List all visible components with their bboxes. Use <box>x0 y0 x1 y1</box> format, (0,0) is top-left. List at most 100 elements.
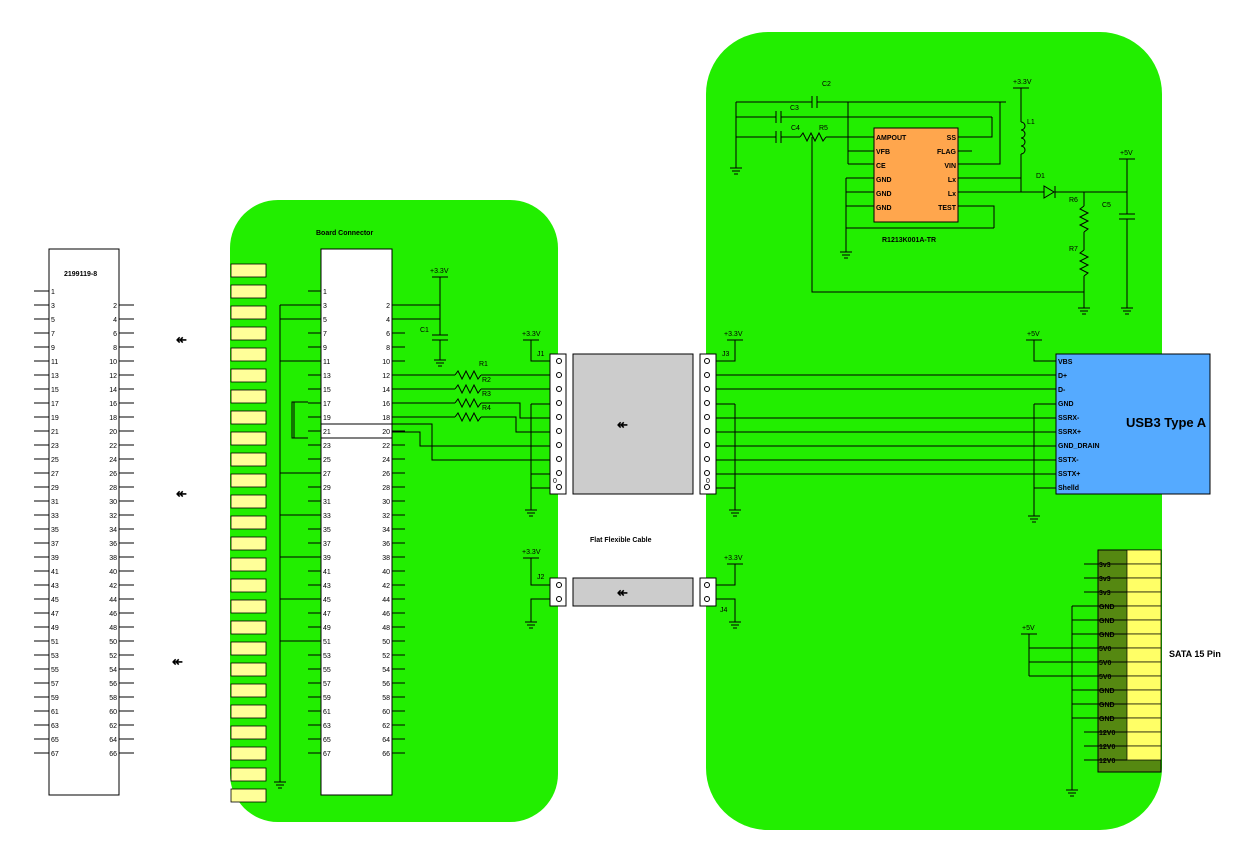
usb-pin-label: GND <box>1058 401 1074 408</box>
pin-label: 12 <box>382 373 390 380</box>
pin-label: 35 <box>323 527 331 534</box>
ic-pin-left: GND <box>876 191 892 198</box>
sata-contact <box>1126 745 1162 761</box>
edge-pad <box>230 662 267 677</box>
edge-pad <box>230 410 267 425</box>
pin-label: 63 <box>323 723 331 730</box>
pin-label: 7 <box>51 331 55 338</box>
edge-pad <box>230 599 267 614</box>
pin-label: 40 <box>382 569 390 576</box>
sata-15-pin: 3v33v33v3GNDGNDGND5V05V05V0GNDGNDGND12V0… <box>1021 549 1221 797</box>
usb-pin-label: SSRX- <box>1058 415 1080 422</box>
usb-pin-labels: VBSD+D-GNDSSRX-SSRX+GND_DRAINSSTX-SSTX+S… <box>1058 359 1100 492</box>
pin-label: 7 <box>323 331 327 338</box>
usb-pin-label: SSRX+ <box>1058 429 1081 436</box>
pin-label: 39 <box>323 555 331 562</box>
resistors-r1-r4: R1 R2 R3 R4 <box>392 361 550 461</box>
pin-label: 27 <box>323 471 331 478</box>
ic-pin-left: GND <box>876 205 892 212</box>
edge-pad <box>230 788 267 803</box>
ic-pin-right: TEST <box>938 205 957 212</box>
pin-label: 29 <box>51 485 59 492</box>
edge-pad <box>230 305 267 320</box>
jack-pin <box>704 386 710 392</box>
pin-label: 49 <box>51 625 59 632</box>
pin-label: 42 <box>382 583 390 590</box>
edge-pad <box>230 683 267 698</box>
jack-pin <box>704 456 710 462</box>
pin-label: 56 <box>109 681 117 688</box>
edge-pad <box>230 284 267 299</box>
pin-label: 28 <box>109 485 117 492</box>
pin-label: 27 <box>51 471 59 478</box>
pin-label: 43 <box>323 583 331 590</box>
sata-pin-label: 5V0 <box>1099 674 1112 681</box>
pin-label: 33 <box>51 513 59 520</box>
pin-label: 67 <box>323 751 331 758</box>
sata-contact <box>1126 563 1162 579</box>
pin-label: 14 <box>382 387 390 394</box>
pin-label: 48 <box>109 625 117 632</box>
jack-pin <box>704 414 710 420</box>
svg-text:+3.3V: +3.3V <box>522 331 541 338</box>
sata-pin-label: 3v3 <box>1099 576 1111 583</box>
pin-label: 5 <box>323 317 327 324</box>
j3-pins <box>704 358 710 490</box>
pin-label: 38 <box>382 555 390 562</box>
pin-label: 55 <box>323 667 331 674</box>
usb3-type-a: USB3 Type A VBSD+D-GNDSSRX-SSRX+GND_DRAI… <box>1055 353 1211 495</box>
pin-label: 44 <box>109 597 117 604</box>
svg-text:R2: R2 <box>482 377 491 384</box>
pin-label: 36 <box>109 541 117 548</box>
edge-pad <box>230 347 267 362</box>
board-connector-body <box>320 248 393 796</box>
pin-label: 12 <box>109 373 117 380</box>
usb-pin-label: D- <box>1058 387 1066 394</box>
left-board <box>230 200 558 822</box>
pin-label: 56 <box>382 681 390 688</box>
arrow-left-1: ↞ <box>176 332 187 347</box>
pin-label: 23 <box>323 443 331 450</box>
ic-pin-left: CE <box>876 163 886 170</box>
pin-label: 23 <box>51 443 59 450</box>
pin-label: 26 <box>109 471 117 478</box>
svg-text:C4: C4 <box>791 125 800 132</box>
sata-contact <box>1126 591 1162 607</box>
sata-contact <box>1126 549 1162 565</box>
pin-label: 66 <box>382 751 390 758</box>
pin-label: 24 <box>382 457 390 464</box>
pin-label: 13 <box>323 373 331 380</box>
pin-label: 8 <box>386 345 390 352</box>
pin-label: 22 <box>382 443 390 450</box>
flat-cable-main <box>572 353 694 495</box>
pin-label: 67 <box>51 751 59 758</box>
pin-label: 13 <box>51 373 59 380</box>
svg-text:J3: J3 <box>722 351 730 358</box>
svg-text:R3: R3 <box>482 391 491 398</box>
pin-label: 21 <box>51 429 59 436</box>
sata-contact <box>1126 675 1162 691</box>
jack-pin <box>704 372 710 378</box>
sata-pin-label: 3v3 <box>1099 562 1111 569</box>
pin-label: 37 <box>51 541 59 548</box>
pin-label: 29 <box>323 485 331 492</box>
svg-text:+3.3V: +3.3V <box>430 268 449 275</box>
flat-cable-small-arrow: ↞ <box>617 585 628 600</box>
sata-pin-label: GND <box>1099 618 1115 625</box>
pin-label: 19 <box>323 415 331 422</box>
ic-pin-right: Lx <box>948 177 956 184</box>
pin-label: 32 <box>382 513 390 520</box>
sata-contact <box>1126 605 1162 621</box>
pin-label: 65 <box>51 737 59 744</box>
pin-label: 18 <box>109 415 117 422</box>
pin-label: 44 <box>382 597 390 604</box>
jack-pin <box>556 372 562 378</box>
jack-pin <box>556 414 562 420</box>
edge-pad <box>230 515 267 530</box>
pin-label: 62 <box>382 723 390 730</box>
sata-contact <box>1126 731 1162 747</box>
pin-label: 55 <box>51 667 59 674</box>
pin-label: 57 <box>51 681 59 688</box>
pin-label: 28 <box>382 485 390 492</box>
jack-j3: +3.3V J3 0 <box>699 331 743 517</box>
